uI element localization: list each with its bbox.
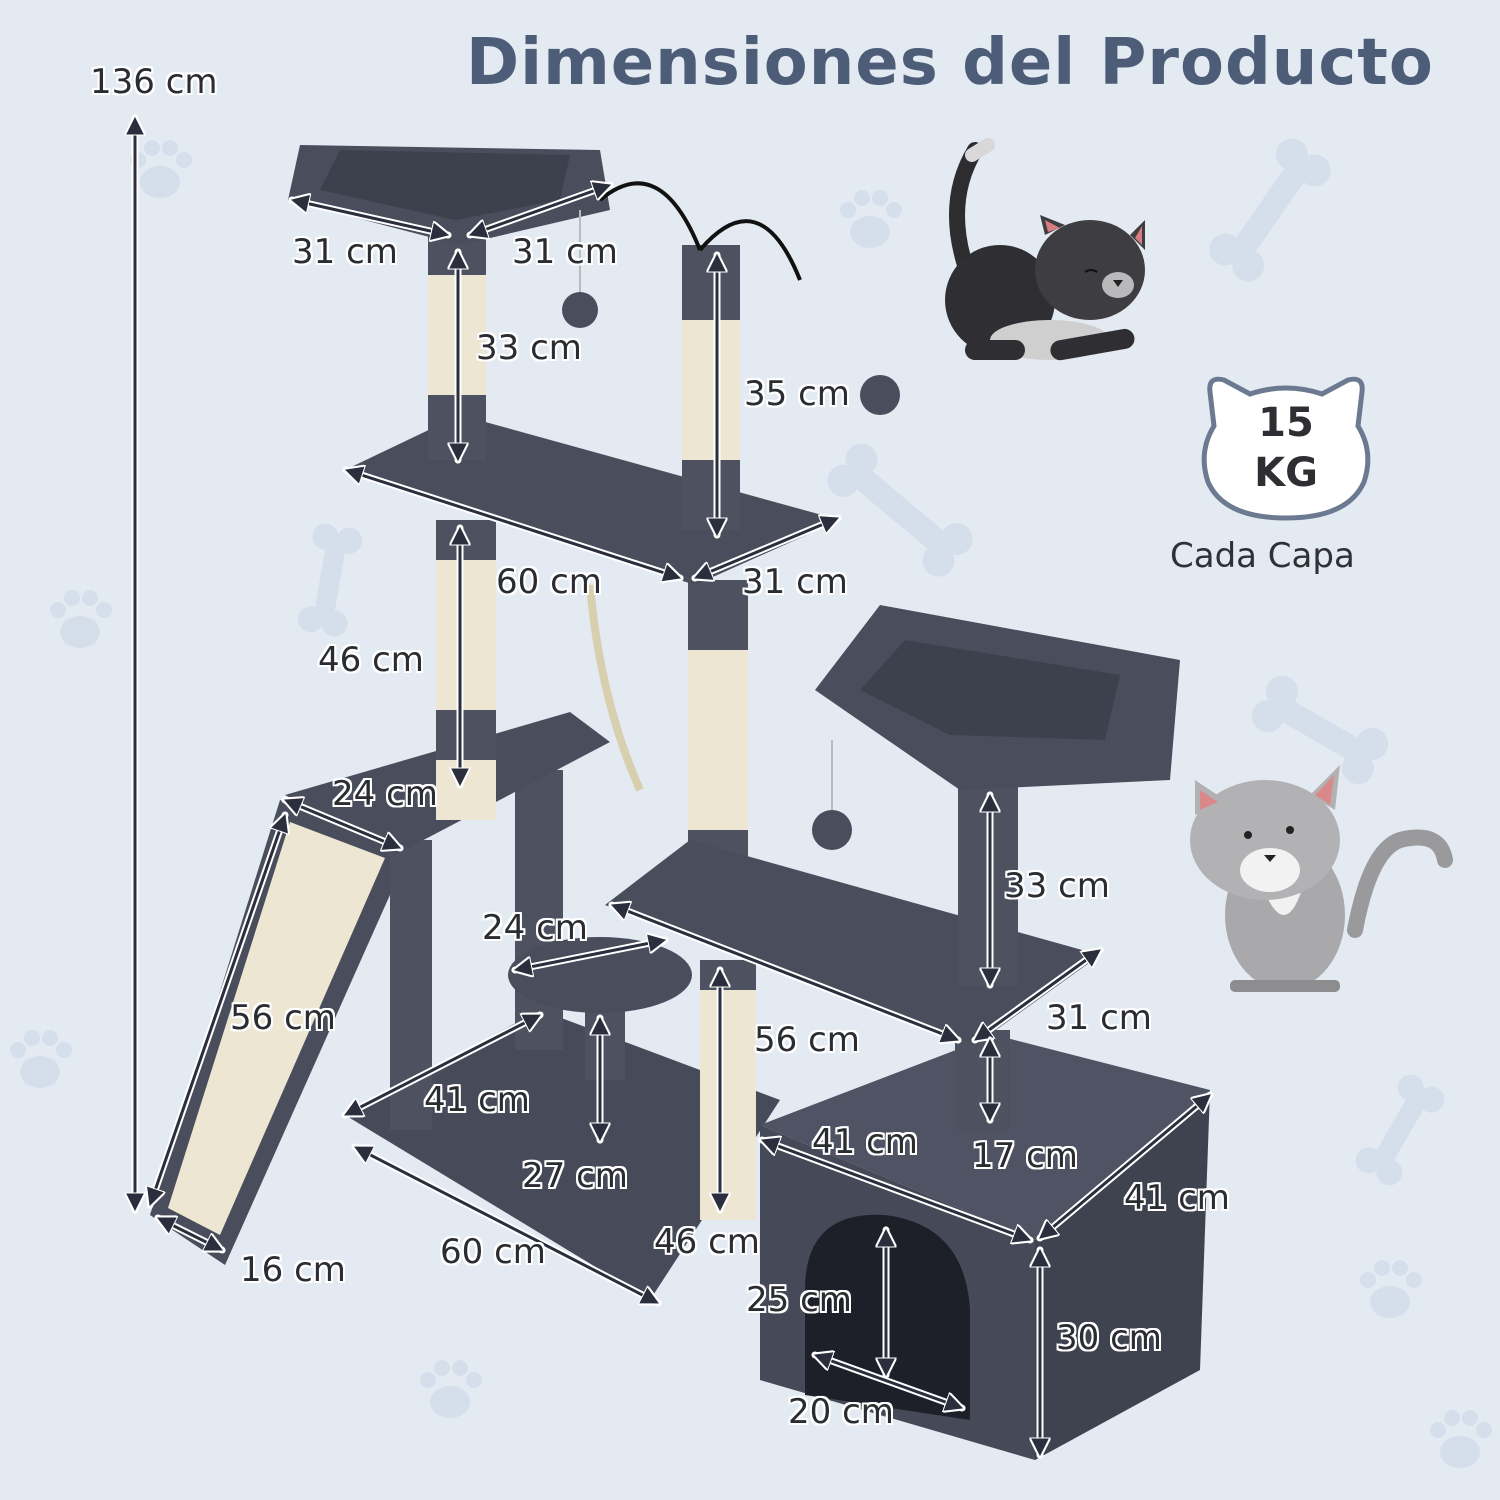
- dimension-upper-platform-depth: 31 cm: [742, 562, 848, 602]
- paw-print-icon: [1360, 1260, 1422, 1318]
- paw-print-icon: [10, 1030, 72, 1088]
- dimension-condo-door-width: 20 cm: [788, 1392, 894, 1432]
- dimension-condo-width: 41 cm: [812, 1122, 918, 1162]
- dimension-total-height: 136 cm: [90, 62, 218, 102]
- cat-head-badge-icon: [1201, 376, 1371, 521]
- dimension-condo-depth: 41 cm: [1124, 1178, 1230, 1218]
- bone-icon: [1251, 675, 1389, 785]
- weight-value: 15: [1258, 400, 1314, 446]
- toy-ball: [860, 375, 900, 415]
- dimension-condo-door-height: 25 cm: [746, 1280, 852, 1320]
- dimension-right-platform-length: 56 cm: [754, 1020, 860, 1060]
- weight-capacity: 15 KG: [1198, 398, 1374, 498]
- dimension-condo-post-height: 17 cm: [972, 1136, 1078, 1176]
- grey-tabby-cat-sitting-icon: [1190, 765, 1453, 992]
- dimension-base-length: 60 cm: [440, 1232, 546, 1272]
- weight-unit: KG: [1254, 450, 1318, 496]
- dimension-lower-post-height: 46 cm: [654, 1222, 760, 1262]
- bone-icon: [1355, 1074, 1445, 1186]
- dimension-condo-height: 30 cm: [1056, 1318, 1162, 1358]
- toy-ball: [562, 292, 598, 328]
- dimension-round-step-diameter: 24 cm: [482, 908, 588, 948]
- bone-icon: [827, 443, 973, 577]
- dimension-left-platform-width: 24 cm: [332, 774, 438, 814]
- dimension-right-perch-post-height: 33 cm: [1004, 866, 1110, 906]
- toy-ball: [812, 810, 852, 850]
- dimension-round-step-post-height: 27 cm: [522, 1156, 628, 1196]
- dimension-ramp-width: 16 cm: [240, 1250, 346, 1290]
- round-step: [508, 937, 692, 1013]
- dimension-top-post-height: 33 cm: [476, 328, 582, 368]
- dimension-top-perch-depth: 31 cm: [512, 232, 618, 272]
- page-title: Dimensiones del Producto: [466, 26, 1434, 100]
- dimension-middle-post-height: 46 cm: [318, 640, 424, 680]
- dimension-top-perch-width: 31 cm: [292, 232, 398, 272]
- dimension-right-platform-depth: 31 cm: [1046, 998, 1152, 1038]
- paw-print-icon: [1430, 1410, 1492, 1468]
- dimension-upper-platform-length: 60 cm: [496, 562, 602, 602]
- dimension-ramp-length: 56 cm: [230, 998, 336, 1038]
- weight-caption: Cada Capa: [1170, 536, 1355, 576]
- dimension-toy-post-height: 35 cm: [744, 374, 850, 414]
- dimension-base-depth: 41 cm: [424, 1080, 530, 1120]
- bone-icon: [1209, 138, 1331, 282]
- paw-print-icon: [420, 1360, 482, 1418]
- paw-print-icon: [840, 190, 902, 248]
- upper-platform: [345, 415, 840, 585]
- black-cat-stretching-icon: [945, 138, 1145, 361]
- paw-print-icon: [50, 590, 112, 648]
